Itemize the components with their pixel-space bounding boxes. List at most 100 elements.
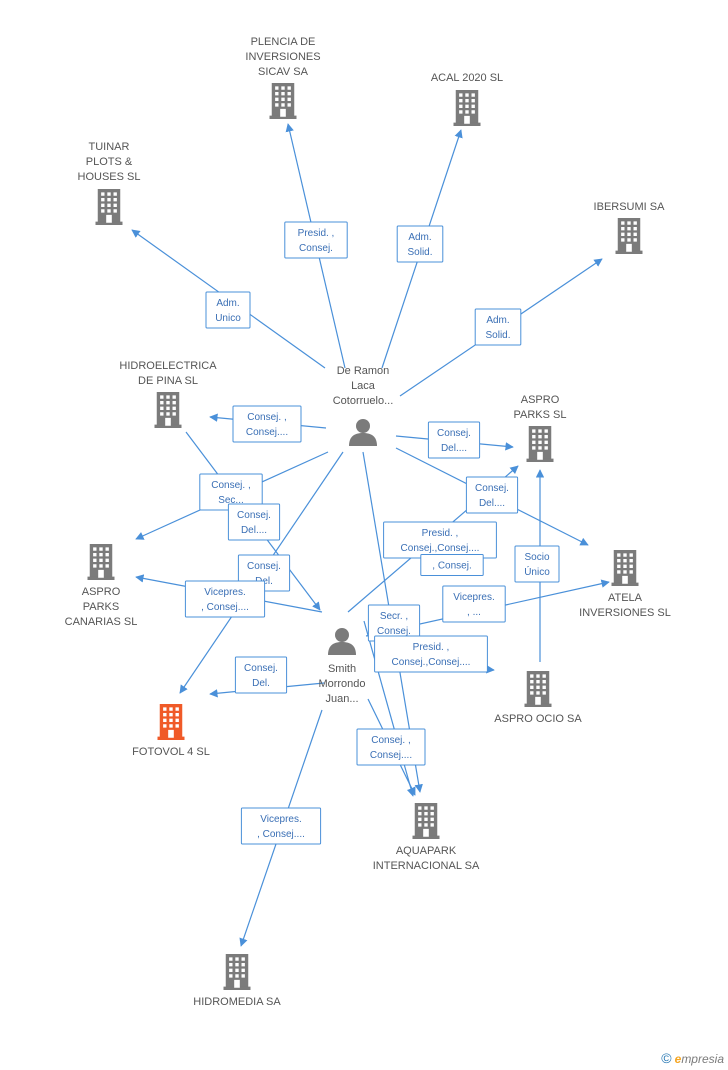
relationship-label-text: Consej.... (370, 750, 412, 761)
building-icon (615, 218, 643, 254)
relationship-label[interactable]: Consej. Del.... (227, 503, 281, 541)
building-icon (87, 544, 115, 580)
relationship-label[interactable]: Adm. Solid. (474, 308, 522, 346)
relationship-label[interactable]: Consej. Del.... (427, 421, 481, 459)
relationship-label-text: Consej. (237, 510, 271, 521)
relationship-label[interactable]: Presid. , Consej.,Consej.... (374, 635, 488, 673)
relationship-label[interactable]: Consej. , Consej.... (356, 728, 426, 766)
building-icon (611, 550, 639, 586)
relationship-label-text: Secr. , (380, 611, 408, 622)
relationship-label-text: , ... (467, 607, 481, 618)
relationship-label-text: Único (524, 565, 550, 578)
relationship-label-text: Consej. , (371, 735, 410, 746)
relationship-label-text: Del.... (441, 443, 467, 454)
brand-logo-text: mpresia (681, 1052, 724, 1066)
node-label: CANARIAS SL (65, 616, 138, 628)
person-node[interactable]: De RamonLacaCotorruelo... (333, 365, 394, 446)
relationship-label-text: Del. (252, 678, 270, 689)
relationship-label[interactable]: Consej. Del. (234, 656, 288, 694)
relationship-label-text: Presid. , (298, 228, 335, 239)
relationship-label-text: Adm. (216, 298, 239, 309)
building-icon (223, 954, 251, 990)
node-label: IBERSUMI SA (594, 201, 666, 213)
relationship-label-text: Consej. (299, 243, 333, 254)
node-label: ASPRO (521, 394, 560, 406)
relationship-label-text: Adm. (486, 315, 509, 326)
relationship-label[interactable]: Presid. ,Consej.,Consej.... (383, 521, 497, 559)
relationship-label-text: Vicepres. (260, 814, 302, 825)
building-icon (154, 392, 182, 428)
relationship-label-text: Consej.... (246, 427, 288, 438)
relationship-label-text: , Consej.... (257, 829, 305, 840)
relationship-label[interactable]: Presid. , Consej. (284, 221, 348, 259)
node-label: ASPRO OCIO SA (494, 713, 582, 725)
node-label: INVERSIONES (245, 51, 320, 63)
relationship-label-text: Consej. (244, 663, 278, 674)
relationship-label-text: Consej.,Consej.... (392, 657, 471, 668)
relationship-label[interactable]: Adm.Solid. (396, 225, 444, 263)
relationship-label[interactable]: Vicepres. , Consej.... (240, 807, 322, 845)
company-node[interactable]: IBERSUMI SA (594, 201, 666, 254)
node-label: INTERNACIONAL SA (373, 860, 480, 872)
brand-footer[interactable]: ©empresia (661, 1050, 724, 1066)
node-label: ATELA (608, 592, 643, 604)
building-icon (453, 90, 481, 126)
node-label: PARKS (83, 601, 119, 613)
relationship-label[interactable]: Vicepres., Consej.... (184, 580, 266, 618)
relationship-label-text: Unico (215, 313, 241, 324)
relationship-label[interactable]: Consej.Del.... (465, 476, 519, 514)
relationship-label-text: Del.... (241, 525, 267, 536)
relationship-label[interactable]: Secr. , Consej. (367, 604, 421, 642)
relationship-label-text: , Consej. (432, 561, 471, 572)
relationship-label[interactable]: Consej. , Consej.... (232, 405, 302, 443)
node-label: De Ramon (337, 365, 390, 377)
person-icon (349, 419, 377, 446)
relationship-label-text: Consej. (437, 428, 471, 439)
node-label: Juan... (325, 693, 358, 705)
node-label: PARKS SL (514, 409, 567, 421)
relationship-label-text: Consej. , (247, 412, 286, 423)
node-label: HIDROELECTRICA (119, 360, 217, 372)
person-node[interactable]: SmithMorrondoJuan... (318, 628, 366, 705)
relationship-label-text: Consej.,Consej.... (401, 543, 480, 554)
company-node[interactable]: FOTOVOL 4 SL (132, 704, 210, 758)
building-icon (269, 83, 297, 119)
building-icon (157, 704, 185, 740)
relationship-label-text: Consej. , (211, 480, 250, 491)
copyright-icon: © (661, 1050, 672, 1066)
node-label: HOUSES SL (78, 171, 141, 183)
building-icon (412, 803, 440, 839)
company-node[interactable]: HIDROMEDIA SA (193, 954, 281, 1008)
edges-layer (131, 123, 610, 947)
relationship-label[interactable]: Adm. Unico (205, 291, 251, 329)
node-label: Smith (328, 663, 356, 675)
company-node[interactable]: ACAL 2020 SL (431, 72, 503, 126)
relationship-edge (363, 620, 416, 797)
node-label: FOTOVOL 4 SL (132, 746, 210, 758)
node-label: PLOTS & (86, 156, 133, 168)
relationship-label-text: Socio (524, 552, 549, 563)
relationship-label-text: Solid. (485, 330, 510, 341)
company-node[interactable]: ASPRO OCIO SA (494, 671, 582, 725)
building-icon (526, 426, 554, 462)
relationship-label-text: , Consej.... (201, 602, 249, 613)
relationship-label-text: Consej. (377, 626, 411, 637)
relationship-label[interactable]: , Consej. (420, 554, 484, 576)
relationship-label-text: Presid. , (413, 642, 450, 653)
relationship-label-text: Consej. (475, 483, 509, 494)
relationship-label-text: Sec... (218, 495, 244, 506)
company-node[interactable]: ASPRO PARKS SL (514, 394, 567, 462)
relationship-label-text: Consej. (247, 561, 281, 572)
relationship-label-text: Vicepres. (453, 592, 495, 603)
node-label: Cotorruelo... (333, 395, 394, 407)
relationship-label[interactable]: Vicepres. , ... (442, 585, 506, 623)
